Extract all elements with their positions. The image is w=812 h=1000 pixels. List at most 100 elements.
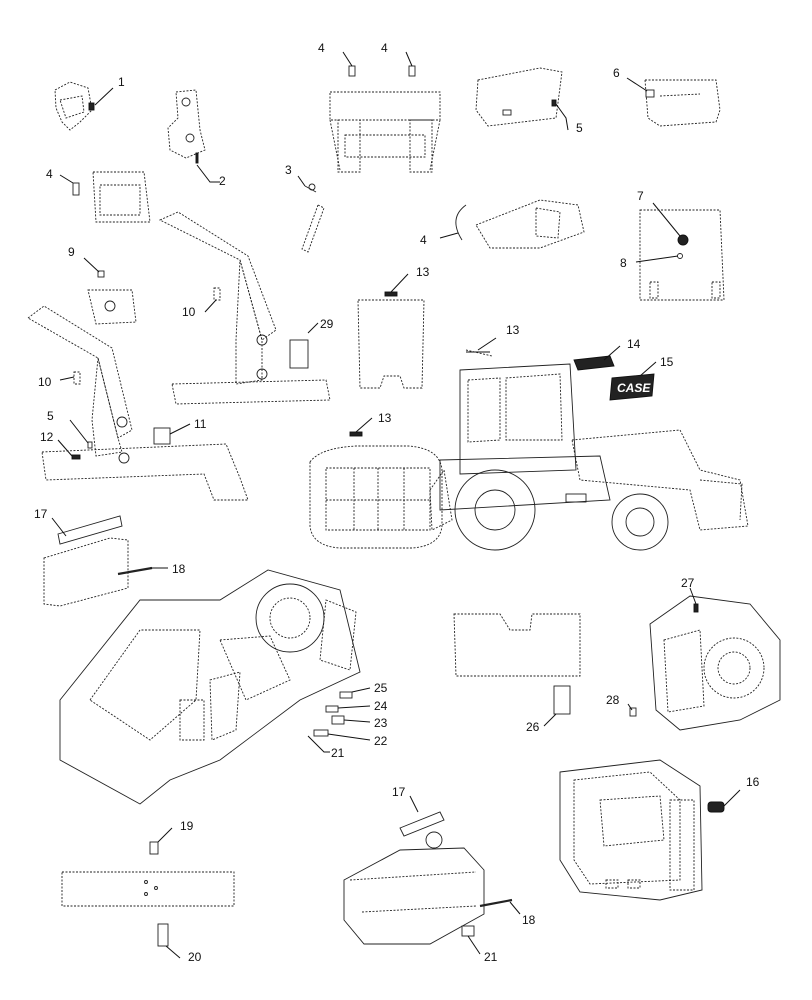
leader-line-9: [83, 257, 100, 273]
callout-13a: 13: [416, 265, 430, 279]
callout-5b: 5: [47, 409, 54, 423]
leader-line-29: [307, 322, 319, 334]
callout-22: 22: [374, 734, 388, 748]
model-decal-14: [573, 355, 615, 371]
leader-line-16: [723, 789, 741, 807]
leader-line-12: [57, 439, 73, 457]
frame-assembly-4: [329, 65, 441, 173]
leader-line-5b: [69, 419, 89, 444]
leader-line-17a: [51, 517, 67, 537]
callout-13b: 13: [378, 411, 392, 425]
callout-21b: 21: [484, 950, 498, 964]
fuel-tank-17-18-21: [343, 811, 513, 945]
callout-27: 27: [681, 576, 695, 590]
leader-line-27: [689, 587, 697, 605]
plate-part-19-20: [61, 841, 235, 947]
callout-21a: 21: [331, 746, 345, 760]
callout-11: 11: [194, 417, 207, 431]
plate-part-7-8: [639, 209, 725, 301]
leader-line-24: [337, 705, 371, 709]
leader-line-18b: [509, 901, 521, 915]
leader-line-14: [603, 345, 621, 361]
callout-12: 12: [40, 430, 54, 444]
leader-line-20: [165, 945, 181, 959]
callout-14: 14: [627, 337, 641, 351]
callout-1: 1: [118, 75, 125, 89]
bracket-part-1: [54, 81, 95, 131]
callout-5a: 5: [576, 121, 583, 135]
callout-28: 28: [606, 693, 620, 707]
case-brand-decal-15: CASE: [609, 373, 655, 401]
arm-link-part-4: [455, 199, 585, 249]
callout-13c: 13: [506, 323, 520, 337]
leader-line-23: [343, 719, 371, 723]
callout-7: 7: [637, 189, 644, 203]
hood-part-6: [644, 79, 721, 127]
leader-line-21b: [467, 935, 481, 955]
callout-2: 2: [219, 174, 226, 188]
backhoe-loader-illustration: [429, 349, 749, 551]
leader-line-25: [351, 687, 371, 693]
callout-24: 24: [374, 699, 388, 713]
box-part-4: [72, 171, 151, 223]
rod-part-3: [301, 183, 325, 253]
bracket-part-9: [87, 270, 137, 325]
leader-line-22: [327, 733, 371, 741]
leader-line-17b: [409, 795, 419, 813]
bracket-part-2: [167, 89, 206, 164]
callout-16: 16: [746, 775, 760, 789]
leader-line-15: [639, 361, 657, 377]
callout-19: 19: [180, 819, 194, 833]
callout-3: 3: [285, 163, 292, 177]
leader-line-19: [157, 827, 173, 843]
leader-line-13a: [390, 273, 409, 293]
callout-17a: 17: [34, 507, 48, 521]
callout-18a: 18: [172, 562, 186, 576]
panel-part-13: [357, 291, 425, 389]
callout-23: 23: [374, 716, 388, 730]
leader-line-28: [627, 703, 633, 711]
leader-line-5a: [555, 103, 569, 131]
callout-26: 26: [526, 720, 540, 734]
callout-10b: 10: [38, 375, 52, 389]
callout-18b: 18: [522, 913, 536, 927]
leader-line-4b: [405, 51, 413, 67]
leader-line-11: [169, 423, 191, 435]
strip-assembly-17-18: [43, 515, 153, 607]
panel-part-5: [475, 67, 563, 127]
chassis-frame: [59, 569, 361, 805]
case-logo-text: CASE: [617, 381, 651, 395]
leader-line-2: [196, 164, 220, 183]
leader-line-8: [635, 255, 679, 263]
callout-8: 8: [620, 256, 627, 270]
callout-4d: 4: [420, 233, 427, 247]
callout-25: 25: [374, 681, 388, 695]
engine-part-16: [559, 759, 725, 901]
leader-line-13b: [355, 417, 373, 433]
leader-line-1: [94, 87, 114, 106]
loader-arm-upper: [158, 211, 331, 405]
callout-29: 29: [320, 317, 334, 331]
leader-line-3: [297, 175, 306, 187]
chassis-decals-21-25: [313, 691, 353, 737]
leader-line-10b: [59, 376, 75, 381]
leader-line-26: [543, 713, 557, 727]
seat-part-13: [309, 431, 443, 549]
leader-line-7: [652, 202, 681, 237]
panel-part-26: [453, 613, 581, 715]
callout-4c: 4: [46, 167, 53, 181]
leader-line-21a: [307, 735, 330, 753]
callout-10a: 10: [182, 305, 196, 319]
leader-line-4c: [59, 174, 74, 184]
callout-6: 6: [613, 66, 620, 80]
callout-4a: 4: [318, 41, 325, 55]
callout-15: 15: [660, 355, 674, 369]
callout-9: 9: [68, 245, 75, 259]
loader-arm-lower: [27, 305, 249, 501]
leader-line-10a: [204, 299, 217, 313]
leader-line-6: [626, 77, 648, 92]
callout-17b: 17: [392, 785, 406, 799]
leader-line-4a: [342, 51, 353, 67]
